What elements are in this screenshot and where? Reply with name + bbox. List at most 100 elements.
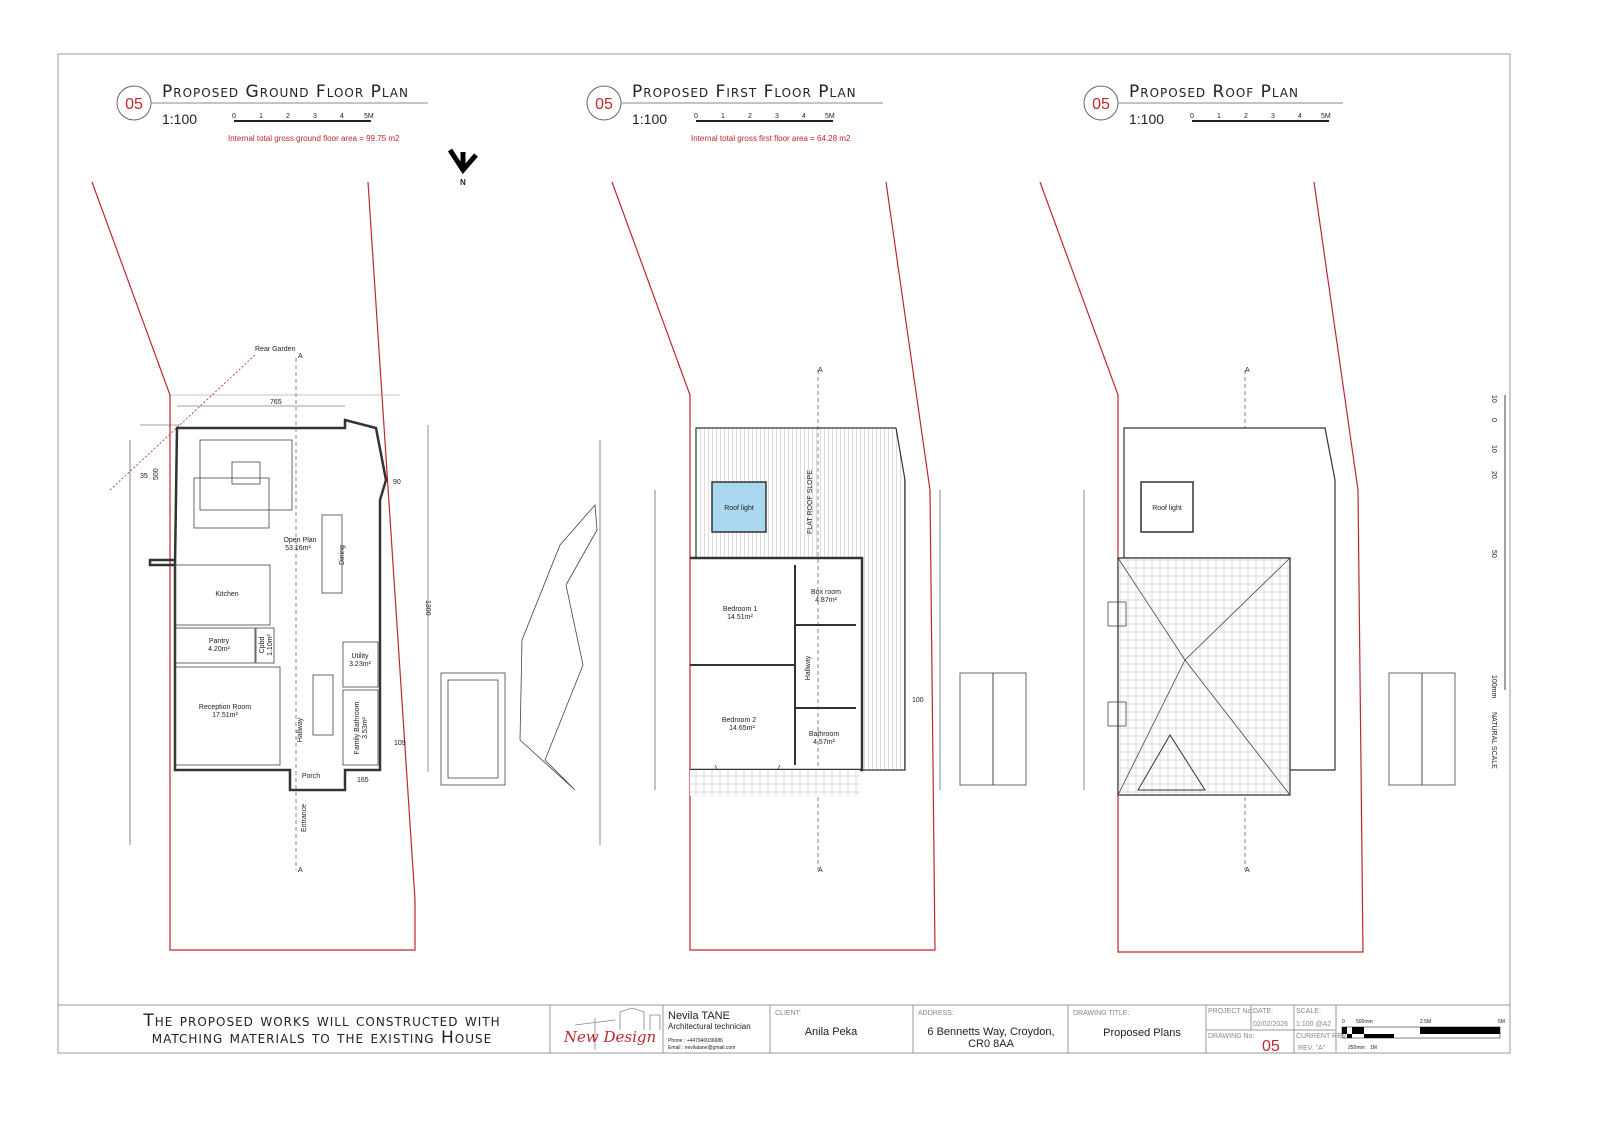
svg-text:NATURAL SCALE: NATURAL SCALE — [1490, 712, 1497, 769]
svg-text:Reception Room: Reception Room — [199, 704, 251, 711]
svg-text:2: 2 — [748, 113, 752, 120]
svg-text:SCALE:: SCALE: — [1296, 1008, 1321, 1015]
svg-text:3: 3 — [1271, 113, 1275, 120]
plan-header-first: 05 Proposed First Floor Plan 1:100 0 1 2… — [586, 82, 883, 143]
svg-text:53.16m²: 53.16m² — [285, 545, 311, 552]
north-arrow-icon: N — [447, 148, 478, 187]
drawing-title: Proposed Plans — [1103, 1027, 1181, 1039]
plan-title: Proposed Ground Floor Plan — [162, 82, 409, 102]
sheet-border — [57, 53, 1511, 1054]
svg-text:20: 20 — [1490, 471, 1497, 479]
svg-text:5M: 5M — [1321, 113, 1331, 120]
svg-text:Utility: Utility — [351, 653, 369, 660]
svg-text:0: 0 — [694, 113, 698, 120]
svg-text:4.87m²: 4.87m² — [815, 597, 837, 604]
svg-text:A: A — [298, 867, 303, 874]
roof-light — [1140, 481, 1194, 533]
svg-text:4: 4 — [340, 113, 344, 120]
ground-walls — [148, 418, 388, 792]
date: 02/02/2026 — [1253, 1021, 1288, 1028]
svg-text:1:100 @A2: 1:100 @A2 — [1296, 1021, 1331, 1028]
svg-text:500: 500 — [153, 468, 160, 480]
svg-text:165: 165 — [357, 777, 369, 784]
svg-text:Cpbd: Cpbd — [259, 637, 266, 654]
svg-text:500mm: 500mm — [1356, 1019, 1373, 1025]
site-boundary — [91, 181, 416, 951]
scale-bar: 0 1 2 3 4 5M — [1190, 113, 1331, 122]
svg-text:35: 35 — [140, 473, 148, 480]
svg-text:1: 1 — [721, 113, 725, 120]
svg-text:50: 50 — [1490, 550, 1497, 558]
company-logo: New Design — [563, 1007, 661, 1050]
svg-text:17.51m²: 17.51m² — [212, 712, 238, 719]
plan-header-roof: 05 Proposed Roof Plan 1:100 0 1 2 3 4 5M — [1083, 82, 1343, 127]
svg-text:3.53m²: 3.53m² — [362, 716, 369, 738]
svg-text:1300: 1300 — [424, 600, 431, 616]
client-name: Anila Peka — [805, 1026, 858, 1038]
svg-text:2: 2 — [286, 113, 290, 120]
svg-text:Roof light: Roof light — [1152, 505, 1182, 512]
svg-text:Phone : +447940036686: Phone : +447940036686 — [668, 1038, 723, 1044]
svg-text:Email : nevilatane@gmail.com: Email : nevilatane@gmail.com — [668, 1045, 735, 1051]
svg-text:DRAWING No:: DRAWING No: — [1208, 1033, 1254, 1040]
svg-text:4: 4 — [802, 113, 806, 120]
plan-title: Proposed First Floor Plan — [632, 82, 857, 102]
svg-text:1: 1 — [1217, 113, 1221, 120]
svg-text:A: A — [818, 367, 823, 374]
roof-light — [711, 481, 767, 533]
plan-number: 05 — [1092, 96, 1110, 113]
svg-text:14.51m²: 14.51m² — [727, 614, 753, 621]
svg-text:0: 0 — [232, 113, 236, 120]
svg-text:765: 765 — [270, 399, 282, 406]
plan-number: 05 — [595, 96, 613, 113]
plan-number: 05 — [125, 96, 143, 113]
svg-text:Open Plan: Open Plan — [283, 537, 316, 544]
svg-text:Kitchen: Kitchen — [215, 591, 238, 598]
svg-text:2: 2 — [1244, 113, 1248, 120]
svg-text:14.65m²: 14.65m² — [729, 725, 755, 732]
natural-scale: 10 0 10 20 50 100mm NATURAL SCALE — [1490, 395, 1506, 769]
site-boundary — [1039, 181, 1364, 953]
svg-text:3: 3 — [313, 113, 317, 120]
svg-text:Nevila TANE: Nevila TANE — [668, 1010, 730, 1022]
svg-text:Hallway: Hallway — [297, 717, 304, 742]
svg-text:Bedroom 1: Bedroom 1 — [723, 606, 757, 613]
rear-garden-label: Rear Garden — [255, 346, 296, 353]
svg-text:A: A — [1245, 367, 1250, 374]
svg-text:250mm: 250mm — [1348, 1045, 1365, 1051]
note-line: The proposed works will constructed with — [142, 1011, 500, 1031]
ground-floor-plan: A A Rear Garden Open Plan 53.16m² Dining… — [91, 181, 601, 951]
svg-text:Bathroom: Bathroom — [809, 731, 840, 738]
site-boundary — [611, 181, 936, 951]
plan-scale: 1:100 — [162, 111, 197, 127]
svg-text:Pantry: Pantry — [209, 638, 230, 645]
bar-scale: 0 500mm 2.5M 5M 250mm 1M — [1341, 1019, 1505, 1051]
entrance-label: Entrance — [301, 804, 308, 832]
svg-text:0: 0 — [1342, 1019, 1345, 1025]
svg-text:Hallway: Hallway — [805, 655, 812, 680]
svg-text:DATE:: DATE: — [1253, 1008, 1273, 1015]
svg-text:10: 10 — [1490, 445, 1497, 453]
svg-text:10: 10 — [1490, 395, 1497, 403]
note-line: matching materials to the existing House — [152, 1028, 492, 1048]
address: 6 Bennetts Way, Croydon, — [927, 1026, 1054, 1038]
area-note: Internal total gross ground floor area =… — [228, 134, 400, 143]
svg-text:5M: 5M — [825, 113, 835, 120]
svg-text:4: 4 — [1298, 113, 1302, 120]
plan-scale: 1:100 — [1129, 111, 1164, 127]
svg-text:Bedroom 2: Bedroom 2 — [722, 717, 756, 724]
flat-roof: Roof light FLAT ROOF SLOPE 100 — [695, 427, 924, 771]
svg-text:Architectural technician: Architectural technician — [668, 1022, 751, 1031]
svg-text:5M: 5M — [1498, 1019, 1505, 1025]
svg-text:Porch: Porch — [302, 773, 320, 780]
svg-text:Roof light: Roof light — [724, 505, 754, 512]
svg-text:0: 0 — [1490, 418, 1497, 422]
svg-text:PROJECT No:: PROJECT No: — [1208, 1008, 1253, 1015]
svg-text:Box room: Box room — [811, 589, 841, 596]
svg-text:Family Bathroom: Family Bathroom — [354, 701, 361, 754]
svg-text:A: A — [818, 867, 823, 874]
svg-text:1M: 1M — [1370, 1045, 1377, 1051]
svg-text:4.57m²: 4.57m² — [813, 739, 835, 746]
svg-text:3: 3 — [775, 113, 779, 120]
